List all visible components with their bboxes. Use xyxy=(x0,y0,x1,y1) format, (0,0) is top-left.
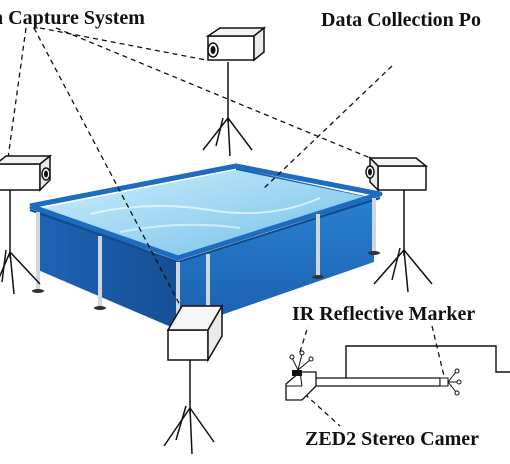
camera-icon xyxy=(205,26,267,62)
tripod-icon xyxy=(163,360,215,455)
leader-line xyxy=(261,65,393,191)
rig-bracket-outline xyxy=(345,345,510,380)
ir-reflective-marker-label: IR Reflective Marker xyxy=(292,303,476,325)
motion-capture-system-label: n Capture System xyxy=(0,7,145,29)
camera-icon xyxy=(166,303,224,363)
reflective-marker-icon xyxy=(289,350,314,371)
leader-lines xyxy=(7,27,445,427)
tripod-icon xyxy=(373,190,433,293)
camera-left xyxy=(0,154,53,295)
leader-line xyxy=(55,27,381,163)
pool-left-wall xyxy=(38,208,178,330)
tripod-icon xyxy=(0,190,41,295)
pool-rim xyxy=(29,163,383,261)
leader-line xyxy=(299,325,309,353)
leader-line xyxy=(7,27,27,159)
water-highlight xyxy=(89,197,321,215)
reflective-marker-icon xyxy=(439,368,462,396)
pool-water xyxy=(42,170,372,258)
pool-front-wall xyxy=(178,198,374,330)
leader-line xyxy=(33,27,193,329)
camera-front xyxy=(163,303,224,455)
zed2-stereo-camera-label: ZED2 Stereo Camer xyxy=(305,428,480,450)
camera-right xyxy=(365,156,433,293)
rig-rod xyxy=(309,377,441,387)
data-collection-label: Data Collection Po xyxy=(321,9,481,31)
camera-icon xyxy=(365,156,429,192)
camera-icon xyxy=(0,154,53,192)
stereo-camera-rig-icon xyxy=(285,345,510,401)
camera-top xyxy=(202,26,267,157)
leader-line xyxy=(431,325,445,377)
tripod-icon xyxy=(202,62,253,157)
water-highlight xyxy=(119,223,241,233)
